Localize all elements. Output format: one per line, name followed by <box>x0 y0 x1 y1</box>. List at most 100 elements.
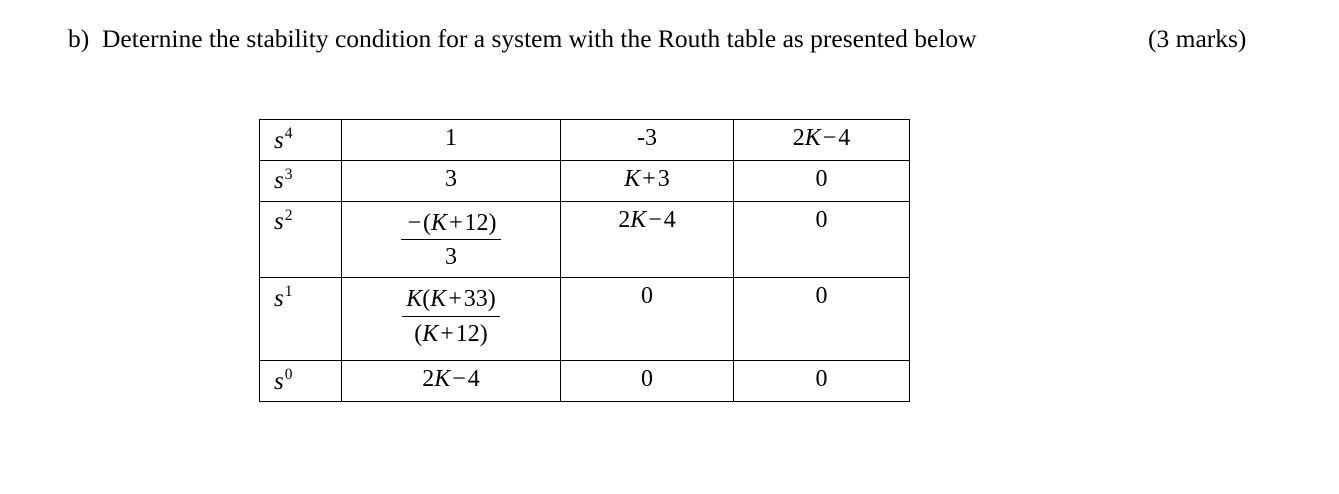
table-cell: −(K+12) 3 <box>341 200 561 279</box>
math-operator: − <box>407 209 421 236</box>
table-cell: 2K−4 <box>341 360 561 403</box>
cell-text: 0 <box>641 366 653 393</box>
row-power-label-cell: s4 <box>259 119 342 161</box>
fraction-numerator: K(K+33) <box>402 285 500 317</box>
cell-text: 0 <box>815 165 828 192</box>
math-number: 3 <box>444 244 457 271</box>
cell-inner: −(K+12) 3 <box>342 202 560 278</box>
math-number: ( <box>414 320 423 347</box>
cell-inner: s1 <box>260 278 341 360</box>
row-power-label-cell: s1 <box>259 277 342 362</box>
table-cell: 0 <box>733 200 910 279</box>
math-expression: 2K−4 <box>618 207 676 233</box>
cell-inner: 2K−4 <box>342 361 560 398</box>
fraction-denominator: (K+12) <box>402 317 500 348</box>
math-expression: 2K−4 <box>793 125 851 151</box>
table-cell: 0 <box>560 277 734 362</box>
math-variable: K <box>430 286 447 313</box>
math-expression: 2K−4 <box>422 366 480 392</box>
cell-inner: 2K−4 <box>561 202 733 276</box>
math-number: 3 <box>657 165 670 192</box>
table-cell: 0 <box>733 159 910 202</box>
math-variable: K <box>430 209 447 236</box>
table-cell: 2K−4 <box>733 119 910 161</box>
cell-inner: K(K+33)(K+12) <box>342 278 560 360</box>
table-cell: 1 <box>341 119 561 161</box>
cell-inner: 0 <box>561 278 733 360</box>
table-cell: 2K−4 <box>560 200 734 279</box>
fraction-numerator: −(K+12) <box>401 209 501 241</box>
math-variable: K <box>422 320 439 347</box>
cell-text: 0 <box>815 206 828 233</box>
row-power-label-cell: s3 <box>259 159 342 202</box>
table-cell: 0 <box>733 360 910 403</box>
row-power-label-cell: s0 <box>259 360 342 403</box>
math-variable: K <box>630 206 647 233</box>
math-operator: − <box>452 366 466 393</box>
math-variable: K <box>804 125 821 151</box>
power-exponent: 0 <box>284 366 293 384</box>
table-cell: 0 <box>560 360 734 403</box>
cell-text: 0 <box>815 283 828 310</box>
math-operator: − <box>822 125 837 151</box>
power-base: s <box>274 367 284 395</box>
math-number: 2 <box>618 206 631 233</box>
fraction-denominator: 3 <box>401 240 500 271</box>
power-base: s <box>274 208 284 236</box>
row-power-label-cell: s2 <box>259 200 342 279</box>
cell-inner: 3 <box>342 161 560 198</box>
power-base: s <box>274 126 284 154</box>
row-power-label: s1 <box>274 283 293 312</box>
math-operator: + <box>449 209 463 236</box>
cell-text: 0 <box>815 366 828 393</box>
math-variable: K <box>434 366 451 393</box>
math-expression: K+3 <box>624 166 670 192</box>
cell-inner: 0 <box>561 361 733 398</box>
math-operator: − <box>648 206 662 233</box>
math-variable: K <box>406 286 423 313</box>
cell-inner: 0 <box>734 161 909 198</box>
math-number: 12) <box>455 320 488 347</box>
cell-text: 0 <box>641 283 653 310</box>
power-base: s <box>274 284 284 312</box>
cell-text: 1 <box>445 125 457 151</box>
math-number: ( <box>422 286 431 313</box>
row-power-label: s3 <box>274 166 292 194</box>
cell-inner: s4 <box>260 120 341 160</box>
table-cell: 3 <box>341 159 561 202</box>
question-marker: b) <box>68 24 90 53</box>
cell-inner: 0 <box>734 361 909 398</box>
math-number: 4 <box>663 206 676 233</box>
power-exponent: 1 <box>284 283 293 301</box>
row-power-label: s0 <box>274 366 293 395</box>
math-number: 2 <box>792 125 805 151</box>
fraction: −(K+12) 3 <box>401 208 501 272</box>
math-number: 33) <box>463 286 496 313</box>
cell-text: -3 <box>637 125 657 151</box>
math-operator: + <box>642 165 656 192</box>
power-exponent: 4 <box>284 125 293 142</box>
table-cell: K(K+33)(K+12) <box>341 277 561 362</box>
question-block: b) Deternine the stability condition for… <box>68 22 1108 56</box>
question-row: b) Deternine the stability condition for… <box>68 22 1108 56</box>
cell-inner: 0 <box>734 278 909 360</box>
math-number: 2 <box>422 366 435 393</box>
cell-inner: s0 <box>260 361 341 401</box>
cell-inner: K+3 <box>561 161 733 198</box>
marks-label: (3 marks) <box>1148 24 1247 53</box>
table-row: s1 K(K+33)(K+12) 0 0 <box>259 277 910 362</box>
cell-inner: 0 <box>734 202 909 276</box>
power-exponent: 2 <box>284 206 293 224</box>
fraction: K(K+33)(K+12) <box>402 284 500 348</box>
cell-inner: 1 <box>342 120 560 157</box>
table-cell: -3 <box>560 119 734 161</box>
row-power-label: s2 <box>274 206 293 236</box>
question-text: Deternine the stability condition for a … <box>102 24 977 53</box>
cell-text: 3 <box>445 165 457 192</box>
